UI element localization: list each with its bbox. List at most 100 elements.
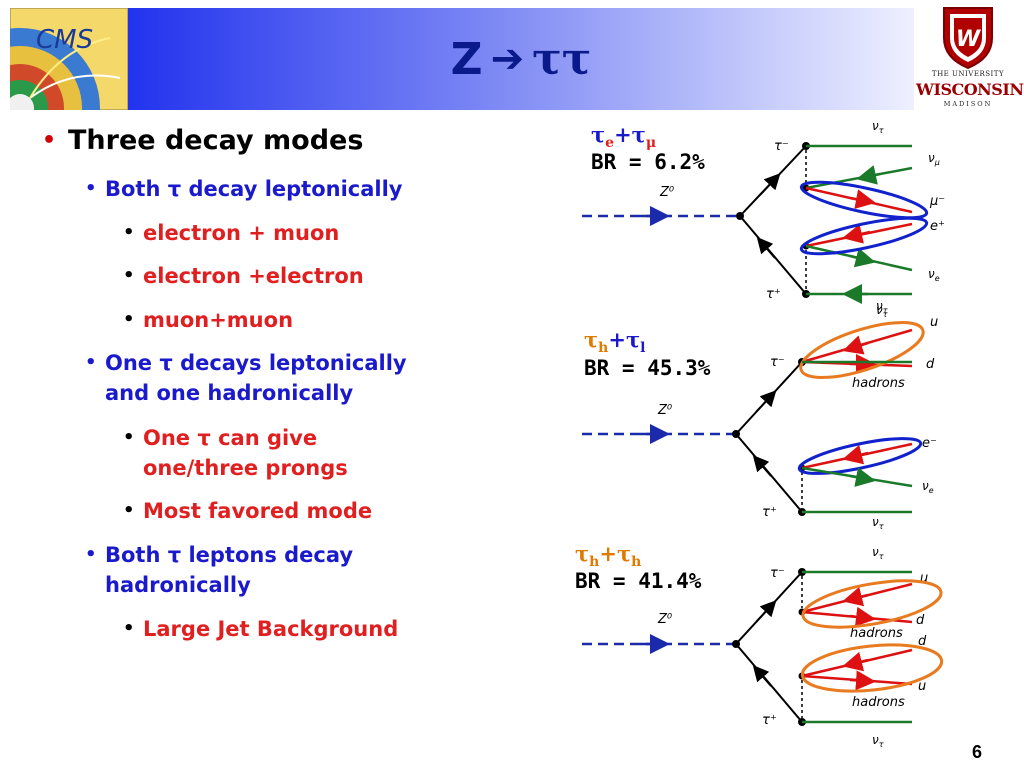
nu-symbol: ν (872, 515, 879, 529)
nu-symbol: ν (922, 479, 929, 493)
nu-tau-label: ντ (872, 733, 884, 749)
uw-line-madison: MADISON (943, 100, 993, 108)
arrow-icon: ➔ (490, 36, 525, 82)
bullet-one-three-prongs: • One τ can give one/three prongs (123, 423, 348, 483)
mode2-sub-a: h (598, 340, 609, 357)
bullet-text-line2: hadronically (105, 573, 251, 597)
title-banner (128, 8, 914, 110)
bullet-text-line1: One τ decays leptonically (105, 351, 407, 375)
mode1-sub-b: μ (645, 135, 657, 152)
hadron-ellipse (801, 579, 943, 629)
bullet-text-line2: and one hadronically (105, 381, 354, 405)
nu-sub: τ (879, 126, 884, 135)
slide-title: Z ➔ ττ (128, 8, 914, 110)
bullet-dot: • (123, 222, 135, 243)
nu-symbol: ν (876, 299, 883, 313)
bullet-text-line1: Both τ leptons decay (105, 543, 354, 567)
bullet-dot: • (123, 309, 135, 330)
nu-sub: τ (879, 740, 884, 749)
bullet-dot: • (123, 500, 135, 521)
mode1-br: BR = 6.2% (591, 150, 705, 174)
mode1-tau-a: τ (591, 122, 606, 147)
nu-sub: τ (883, 306, 888, 315)
title-tautau: ττ (532, 33, 592, 85)
bullet-electron-muon: • electron + muon (123, 218, 339, 248)
bullet-one-leptonic-one-hadronic: • One τ decays leptonically and one hadr… (85, 348, 407, 408)
mode1-tau-b: τ (631, 122, 646, 147)
bullet-large-jet-background: • Large Jet Background (123, 614, 398, 644)
electron-ellipse (799, 216, 929, 256)
bullet-text: electron +electron (143, 264, 364, 288)
muon-arrow (849, 189, 876, 209)
tau-minus-label: τ⁻ (774, 139, 789, 154)
mode3-plus: + (599, 541, 617, 566)
hadrons-label: hadrons (852, 376, 905, 391)
mode3-label: τh+τh (575, 541, 641, 570)
bullet-text: Three decay modes (68, 125, 364, 156)
nu-tau-label: ντ (876, 299, 888, 315)
uw-line-wisconsin: WISCONSIN (916, 80, 1024, 99)
z0-label: Z⁰ (657, 403, 673, 418)
nu-e-label: νe (922, 479, 934, 495)
bullet-both-hadronic: • Both τ leptons decay hadronically (85, 540, 354, 600)
nu-mu-arrow (856, 165, 881, 185)
electron-arrow (842, 224, 871, 244)
u-quark-arrow (842, 335, 869, 355)
mode3-br: BR = 41.4% (575, 569, 702, 593)
tau-plus-arrow (752, 454, 772, 477)
bullet-dot: • (85, 352, 97, 373)
nu-sub: τ (879, 522, 884, 531)
uw-shield: W (943, 7, 993, 70)
bullet-dot: • (123, 265, 135, 286)
vertex (736, 212, 744, 220)
tau-plus-arrow (756, 236, 776, 259)
u-label: u (920, 571, 928, 586)
nu-e-label: νe (928, 267, 940, 283)
nu-symbol: ν (876, 303, 883, 317)
nu-symbol: ν (928, 151, 935, 165)
bullet-dot: • (85, 544, 97, 565)
e-minus-label: e⁻ (922, 436, 937, 451)
cms-logo-text: CMS (36, 25, 93, 55)
mode1-label: τe+τμ (591, 122, 656, 151)
hadrons-label: hadrons (850, 626, 903, 641)
uw-line-university: THE UNIVERSITY (931, 70, 1005, 78)
uw-madison-logo: W THE UNIVERSITY WISCONSIN MADISON (914, 2, 1024, 112)
tau-plus-label: τ⁺ (762, 713, 777, 728)
hadron-ellipse (799, 321, 925, 379)
uw-shield-letter: W (956, 27, 982, 52)
nu-sub: μ (934, 158, 940, 167)
tau-minus-arrow (759, 173, 781, 196)
mode2-sub-b: l (640, 340, 646, 357)
mode3-tau-b: τ (616, 541, 632, 566)
diagram-mode2: Z⁰ τ⁻ τ⁺ u d hadrons e⁻ νe ντ ντ (582, 303, 938, 531)
nu-sub: τ (883, 310, 888, 319)
nu-symbol: ν (872, 119, 879, 133)
tau-minus-arrow (755, 600, 777, 623)
vertex (732, 640, 740, 648)
nu-mu-line (805, 166, 913, 190)
mode2-tau-b: τ (625, 327, 641, 352)
bullet-dot: • (123, 427, 135, 448)
tau-minus-arrow (755, 390, 777, 413)
nu-sub: e (935, 274, 940, 283)
d-quark-arrow (849, 606, 876, 627)
mode2-label: τh+τl (584, 327, 645, 356)
bullet-muon-muon: • muon+muon (123, 305, 293, 335)
bullet-electron-electron: • electron +electron (123, 261, 364, 291)
page-number: 6 (972, 742, 983, 762)
diagram-mode1: Z⁰ τ⁻ τ⁺ ντ νμ μ⁻ e⁺ νe ντ (582, 119, 945, 315)
diagram-mode3: Z⁰ τ⁻ τ⁺ ντ u d hadrons d u hadrons ντ (582, 545, 944, 749)
d-label: d (918, 634, 927, 649)
e-plus-label: e⁺ (930, 219, 945, 234)
z0-label: Z⁰ (657, 612, 673, 627)
electron-arrow (842, 444, 869, 465)
vertex (732, 430, 740, 438)
nu-tau-label: ντ (872, 545, 884, 561)
mode2-tau-a: τ (584, 327, 599, 352)
mode3-sub-a: h (589, 554, 600, 571)
nu-tau-label: ντ (872, 515, 884, 531)
mode3-tau-a: τ (575, 541, 590, 566)
u-quark-arrow (849, 670, 876, 691)
